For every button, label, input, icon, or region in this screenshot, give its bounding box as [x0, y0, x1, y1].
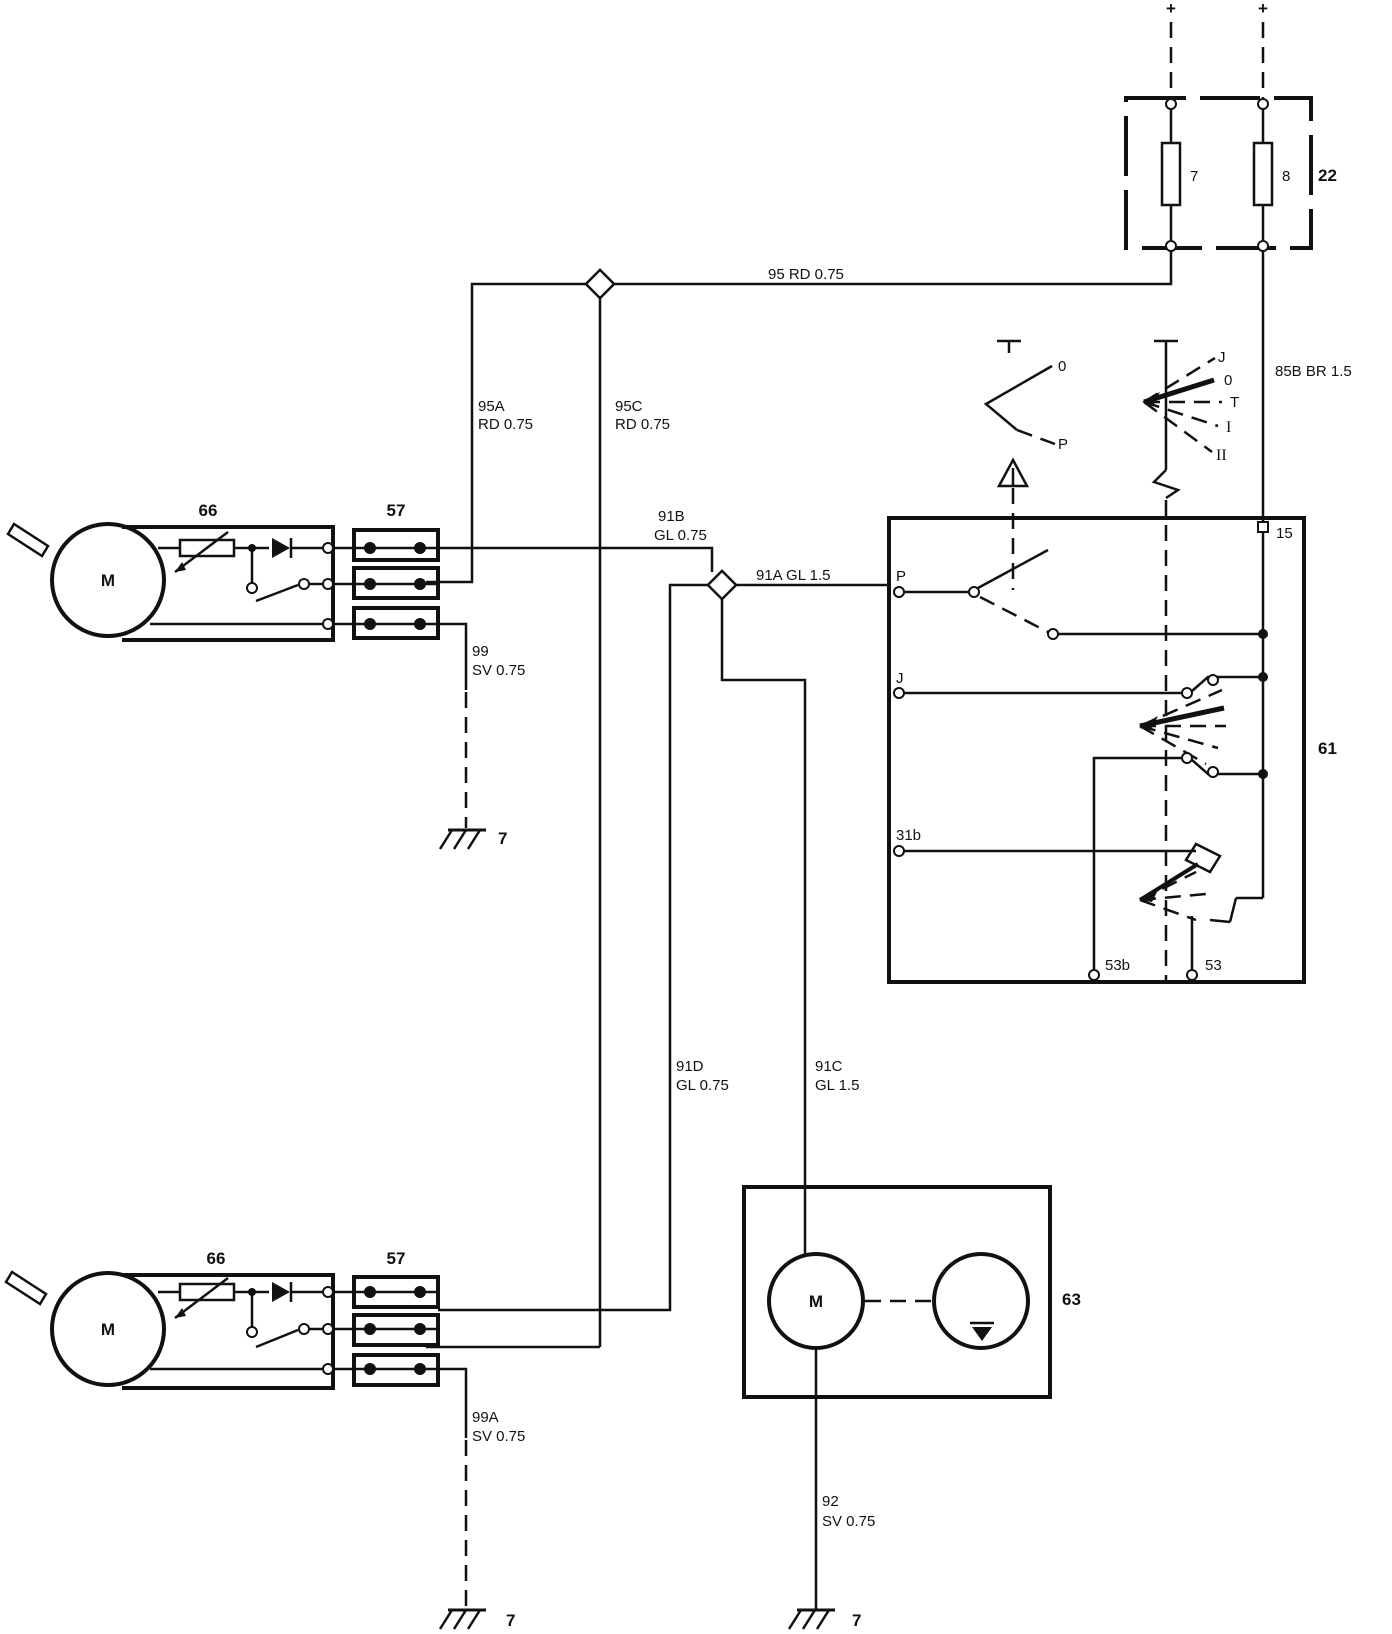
resistor-bottom — [178, 1282, 236, 1302]
washer-pump: M 63 — [742, 1185, 1081, 1399]
wiper-motor-top: M 66 — [6, 501, 335, 642]
wire-91a-label: 91A GL 1.5 — [756, 567, 831, 584]
connector-top-id: 57 — [387, 501, 406, 520]
ground-3-label: 7 — [852, 1611, 861, 1630]
switch-id: 61 — [1318, 739, 1337, 758]
wire-99: 99 SV 0.75 — [438, 622, 525, 828]
wire-99a-spec: SV 0.75 — [472, 1428, 525, 1445]
terminal-31b: 31b — [896, 827, 921, 844]
wire-99-spec: SV 0.75 — [472, 662, 525, 679]
wire-91c-spec: GL 1.5 — [815, 1077, 859, 1094]
terminal-53: 53 — [1205, 957, 1222, 974]
connector-bottom: 57 — [333, 1249, 440, 1387]
wire-99a: 99A SV 0.75 — [438, 1367, 525, 1608]
position-t: T — [1230, 394, 1239, 411]
fuse-8-label: 8 — [1282, 168, 1290, 185]
wire-85b-label: 85B BR 1.5 — [1275, 363, 1352, 380]
ground-1: 7 — [438, 828, 507, 850]
motor-top-label: M — [101, 571, 115, 590]
wire-91b-number: 91B — [658, 508, 685, 525]
fuse-8 — [1252, 141, 1274, 207]
pump-arrow-icon — [972, 1327, 992, 1341]
wiper-motor-bottom: M 66 — [4, 1249, 335, 1390]
wire-91b-spec: GL 0.75 — [654, 527, 707, 544]
wire-91c-number: 91C — [815, 1058, 843, 1075]
terminal-53b: 53b — [1105, 957, 1130, 974]
wire-95c-number: 95C — [615, 398, 643, 415]
washer-pump-wheel — [932, 1252, 1030, 1350]
fuse-box: + + 7 8 22 — [1124, 0, 1337, 252]
wire-92-number: 92 — [822, 1493, 839, 1510]
wire-91d-number: 91D — [676, 1058, 704, 1075]
ground-3: 7 — [787, 1608, 861, 1630]
wire-91: 91B GL 0.75 91A GL 1.5 91D GL 0.75 91C G… — [438, 508, 889, 1312]
wire-95-label: 95 RD 0.75 — [768, 266, 844, 283]
washer-pump-id: 63 — [1062, 1290, 1081, 1309]
motor-bottom — [50, 1271, 166, 1387]
wire-95: 95 RD 0.75 95A RD 0.75 95C RD 0.75 — [426, 251, 1173, 1349]
diode-top — [272, 538, 290, 558]
connector-top: 57 — [333, 501, 440, 640]
position-ii: II — [1216, 447, 1227, 464]
diode-bottom — [272, 1282, 290, 1302]
terminal-15: 15 — [1276, 525, 1293, 542]
switch-61: 61 0 P P 15 J — [887, 339, 1337, 984]
fuse-box-id: 22 — [1318, 166, 1337, 185]
terminal-j: J — [896, 670, 904, 687]
wiper-arm-bottom — [4, 1270, 48, 1306]
motor-bottom-id: 66 — [207, 1249, 226, 1268]
motor-top — [50, 522, 166, 638]
wire-92-spec: SV 0.75 — [822, 1513, 875, 1530]
splice-95 — [584, 268, 616, 300]
position-j: J — [1218, 349, 1226, 366]
position-i: I — [1226, 419, 1231, 436]
wire-99-number: 99 — [472, 643, 489, 660]
washer-motor-label: M — [809, 1292, 823, 1311]
position-0: 0 — [1224, 372, 1232, 389]
splice-91 — [706, 569, 738, 601]
wire-92: 92 SV 0.75 — [814, 1348, 875, 1610]
supply-plus-left: + — [1166, 0, 1176, 18]
ground-2-label: 7 — [506, 1611, 515, 1630]
ground-2: 7 — [438, 1608, 515, 1630]
wire-91d-spec: GL 0.75 — [676, 1077, 729, 1094]
wire-85b: 85B BR 1.5 — [1261, 251, 1352, 526]
lever-position-p: P — [1058, 436, 1068, 453]
wire-95a-spec: RD 0.75 — [478, 416, 533, 433]
supply-plus-right: + — [1258, 0, 1268, 18]
wire-95c-spec: RD 0.75 — [615, 416, 670, 433]
fuse-7 — [1160, 141, 1182, 207]
terminal-p: P — [896, 568, 906, 585]
lever-position-0: 0 — [1058, 358, 1066, 375]
fuse-7-label: 7 — [1190, 168, 1198, 185]
wiper-arm-top — [6, 522, 50, 558]
motor-bottom-label: M — [101, 1320, 115, 1339]
wire-99a-number: 99A — [472, 1409, 499, 1426]
motor-top-id: 66 — [199, 501, 218, 520]
connector-bottom-id: 57 — [387, 1249, 406, 1268]
ground-1-label: 7 — [498, 829, 507, 848]
wire-95a-number: 95A — [478, 398, 505, 415]
